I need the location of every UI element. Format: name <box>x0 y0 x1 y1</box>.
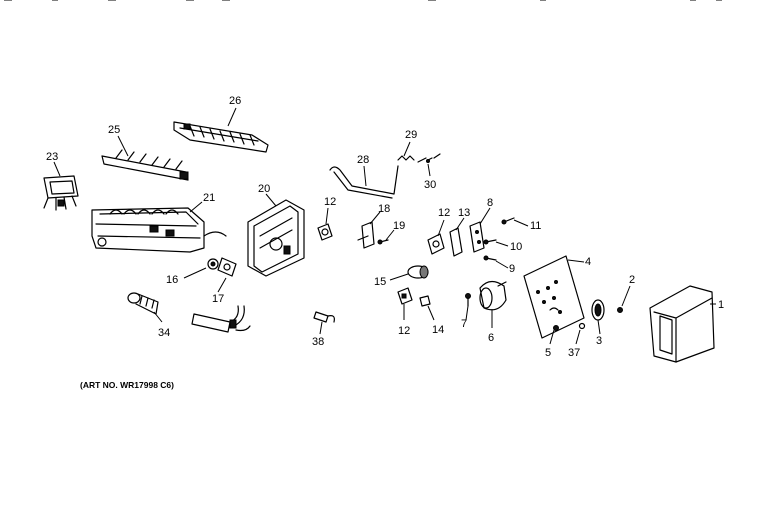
callout-1: 1 <box>718 299 724 311</box>
callout-19: 19 <box>393 220 405 232</box>
part-12-thermostat-c <box>427 233 445 255</box>
callout-3: 3 <box>596 335 602 347</box>
part-7-screw <box>465 293 471 307</box>
callout-11: 11 <box>530 220 541 232</box>
part-19-screw <box>377 239 389 245</box>
callout-18: 18 <box>378 203 390 215</box>
callout-16: 16 <box>166 274 178 286</box>
callout-20: 20 <box>258 183 270 195</box>
callout-37: 37 <box>568 347 580 359</box>
part-25-ejector-blade <box>101 149 189 181</box>
part-17-cam <box>217 257 237 277</box>
art-number: (ART NO. WR17998 C6) <box>80 380 174 390</box>
callout-17: 17 <box>212 293 224 305</box>
callout-28: 28 <box>357 154 369 166</box>
part-21-mold-body <box>91 207 227 253</box>
part-5-screw <box>553 325 559 331</box>
part-10-screw <box>483 239 497 245</box>
part-2-screw <box>617 307 623 313</box>
part-26-ejector <box>173 121 269 153</box>
part-1-front-cover <box>649 285 715 363</box>
callout-25: 25 <box>108 124 120 136</box>
callout-14: 14 <box>432 324 444 336</box>
callout-10: 10 <box>510 241 522 253</box>
part-3-knob <box>591 299 605 321</box>
part-12-thermostat-b <box>397 287 413 305</box>
callout-4: 4 <box>585 256 591 268</box>
part-38-clip <box>313 311 335 323</box>
callout-29: 29 <box>405 129 417 141</box>
callout-7: 7 <box>461 318 467 330</box>
part-28-shutoff-arm <box>329 165 399 199</box>
part-30-clip <box>417 153 441 163</box>
part-13-plate <box>449 227 463 257</box>
part-14-bracket <box>419 295 431 307</box>
part-9-screw <box>483 255 497 261</box>
callout-9: 9 <box>509 263 515 275</box>
callout-38: 38 <box>312 336 324 348</box>
part-4-mounting-plate <box>523 255 585 339</box>
callout-12c: 12 <box>398 325 410 337</box>
part-8-switch-bracket <box>469 221 485 253</box>
callout-6: 6 <box>488 332 494 344</box>
part-wire-harness <box>191 305 251 333</box>
part-16-gear <box>207 258 219 270</box>
part-29-spring <box>397 155 415 161</box>
callout-5: 5 <box>545 347 551 359</box>
callout-34: 34 <box>158 327 170 339</box>
part-34-fill-tube <box>127 292 159 315</box>
part-6-motor <box>479 280 507 311</box>
part-11-screw <box>501 217 515 225</box>
callout-2: 2 <box>629 274 635 286</box>
part-18-switch <box>357 221 375 249</box>
part-20-control-housing <box>247 199 305 277</box>
callout-8: 8 <box>487 197 493 209</box>
callout-12b: 12 <box>438 207 450 219</box>
callout-23: 23 <box>46 151 58 163</box>
part-12-thermostat-a <box>317 223 333 241</box>
callout-30: 30 <box>424 179 436 191</box>
callout-13: 13 <box>458 207 470 219</box>
callout-21: 21 <box>203 192 215 204</box>
part-15-thermostat <box>407 265 429 279</box>
part-37-screw <box>578 322 586 330</box>
callout-26: 26 <box>229 95 241 107</box>
callout-12a: 12 <box>324 196 336 208</box>
part-23-water-valve <box>43 175 79 211</box>
callout-15: 15 <box>374 276 386 288</box>
